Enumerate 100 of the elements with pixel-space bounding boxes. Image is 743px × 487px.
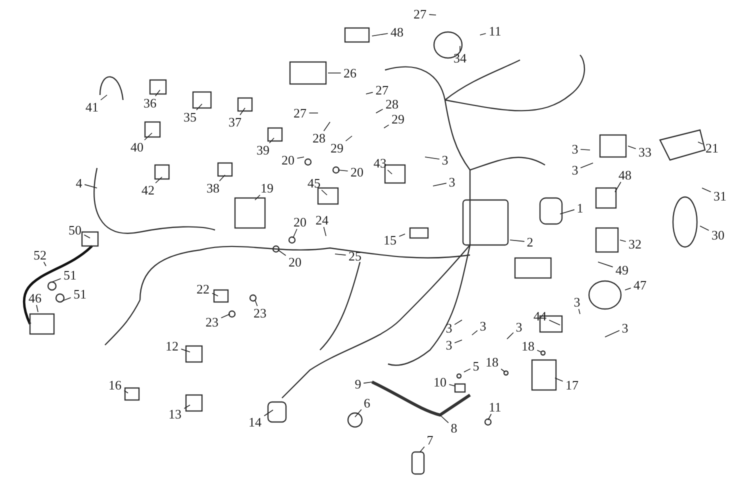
leader-line xyxy=(420,446,425,452)
leader-line xyxy=(548,320,560,326)
callout-number: 22 xyxy=(196,282,210,296)
callout-number: 29 xyxy=(392,112,404,126)
callout-number: 14 xyxy=(248,416,262,428)
callout-number: 24 xyxy=(316,214,328,226)
leader-line xyxy=(604,330,620,338)
leader-line xyxy=(43,262,46,266)
leader-line xyxy=(36,304,38,312)
callout-number: 17 xyxy=(566,378,578,392)
leader-line xyxy=(624,288,632,290)
callout-number: 3 xyxy=(516,320,522,334)
leader-line xyxy=(432,182,447,186)
callout-number: 26 xyxy=(344,66,356,80)
leader-line xyxy=(100,94,108,100)
callout-number: 27 xyxy=(376,84,388,96)
leader-line xyxy=(510,240,525,242)
callout-number: 52 xyxy=(34,248,46,262)
leader-line xyxy=(620,240,626,242)
leader-line xyxy=(124,390,128,394)
callout-number: 3 xyxy=(572,164,578,176)
callout-number: 23 xyxy=(254,306,266,320)
leader-line xyxy=(384,124,390,128)
callout-number: 48 xyxy=(618,168,632,182)
callout-number: 12 xyxy=(166,340,178,352)
leader-line xyxy=(702,188,712,192)
leader-line xyxy=(155,176,162,184)
callout-number: 49 xyxy=(616,264,628,276)
callout-number: 35 xyxy=(184,110,196,124)
leader-line xyxy=(292,228,298,238)
leader-line xyxy=(154,90,160,96)
callout-number: 31 xyxy=(714,190,726,202)
callout-number: 27 xyxy=(414,8,426,20)
leader-line xyxy=(464,368,471,372)
leader-line xyxy=(372,33,388,36)
callout-number: 28 xyxy=(386,98,398,110)
leader-line xyxy=(440,414,449,424)
callout-number: 3 xyxy=(574,296,580,308)
leader-line xyxy=(363,382,372,384)
callout-number: 3 xyxy=(446,338,452,352)
callout-number: 41 xyxy=(86,100,98,114)
leader-line xyxy=(554,378,564,382)
leader-line xyxy=(454,340,462,344)
callout-number: 32 xyxy=(628,238,642,250)
callout-number: 16 xyxy=(108,378,122,392)
leader-line xyxy=(196,104,202,110)
callout-number: 8 xyxy=(450,422,458,434)
callout-number: 36 xyxy=(144,96,156,110)
callout-number: 3 xyxy=(446,322,452,334)
leader-line xyxy=(536,350,542,352)
callout-number: 3 xyxy=(572,142,578,156)
leader-line xyxy=(254,194,260,200)
callout-number: 40 xyxy=(130,140,144,154)
leader-line xyxy=(212,292,218,296)
leader-line xyxy=(334,254,346,256)
leader-line xyxy=(254,300,258,306)
leader-line xyxy=(338,170,348,172)
callout-number: 18 xyxy=(486,356,498,368)
leader-line xyxy=(700,226,710,231)
leader-line xyxy=(598,262,614,268)
callout-number: 46 xyxy=(28,292,42,304)
callout-number: 28 xyxy=(312,132,326,144)
leader-line xyxy=(560,209,575,214)
callout-number: 43 xyxy=(374,156,386,170)
leader-line xyxy=(84,184,98,188)
leader-line xyxy=(52,278,62,282)
callout-number: 23 xyxy=(206,316,218,328)
callout-number: 29 xyxy=(330,142,344,154)
leader-line xyxy=(448,384,456,386)
callout-number: 25 xyxy=(348,250,362,262)
callout-number: 9 xyxy=(354,378,362,390)
callout-number: 11 xyxy=(488,400,502,414)
callout-number: 1 xyxy=(576,202,584,214)
callout-number: 30 xyxy=(712,228,724,242)
leader-line xyxy=(184,404,190,409)
callout-number: 51 xyxy=(64,268,76,282)
leader-line xyxy=(144,132,152,140)
callout-number: 34 xyxy=(454,52,466,64)
callout-number: 38 xyxy=(206,182,220,194)
leader-line xyxy=(345,136,352,142)
callout-number: 37 xyxy=(228,116,242,128)
leader-line xyxy=(580,162,594,168)
leader-line xyxy=(387,170,392,174)
leader-line xyxy=(180,348,190,352)
leader-line xyxy=(323,226,326,236)
leader-line xyxy=(240,108,246,116)
leader-line xyxy=(376,108,384,114)
callout-number: 4 xyxy=(76,176,82,190)
leader-line xyxy=(354,409,362,418)
leader-line xyxy=(220,314,230,318)
callout-number: 11 xyxy=(488,24,502,38)
leader-line xyxy=(578,308,580,314)
leader-line xyxy=(472,330,478,336)
callout-number: 7 xyxy=(426,434,434,446)
callout-number: 33 xyxy=(638,146,652,158)
callout-number: 42 xyxy=(142,184,154,196)
callout-number: 5 xyxy=(472,360,480,372)
callout-number: 45 xyxy=(308,176,320,190)
leader-line xyxy=(500,368,506,372)
callout-number: 44 xyxy=(534,310,546,322)
